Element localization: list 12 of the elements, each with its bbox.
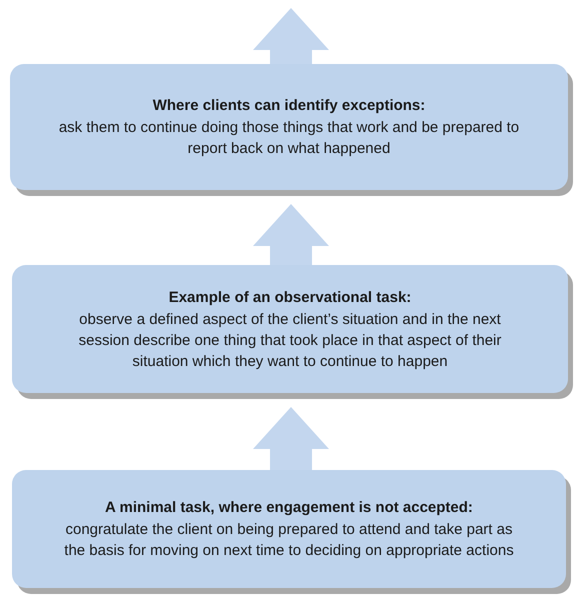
text-box	[10, 64, 568, 190]
box-description: observe a defined aspect of the client’s situation and in the next session describe one thing that took place in that aspect of their situation which they want to continue to happen	[78, 310, 502, 372]
box-description: ask them to continue doing those things that work and be prepared to report back on what happened	[58, 118, 520, 159]
box-description: congratulate the client on being prepared to attend and take part as the basis for moving on next time to deciding on appropriate actions	[63, 520, 515, 561]
box-heading: Where clients can identify exceptions:	[152, 96, 426, 116]
text-box	[12, 265, 568, 393]
block-arrow	[253, 407, 329, 470]
text-box	[12, 470, 566, 588]
block-arrow	[253, 204, 329, 265]
block-arrow	[253, 8, 329, 64]
box-heading: Example of an observational task:	[168, 288, 412, 308]
box-heading: A minimal task, where engagement is not accepted:	[105, 498, 473, 518]
